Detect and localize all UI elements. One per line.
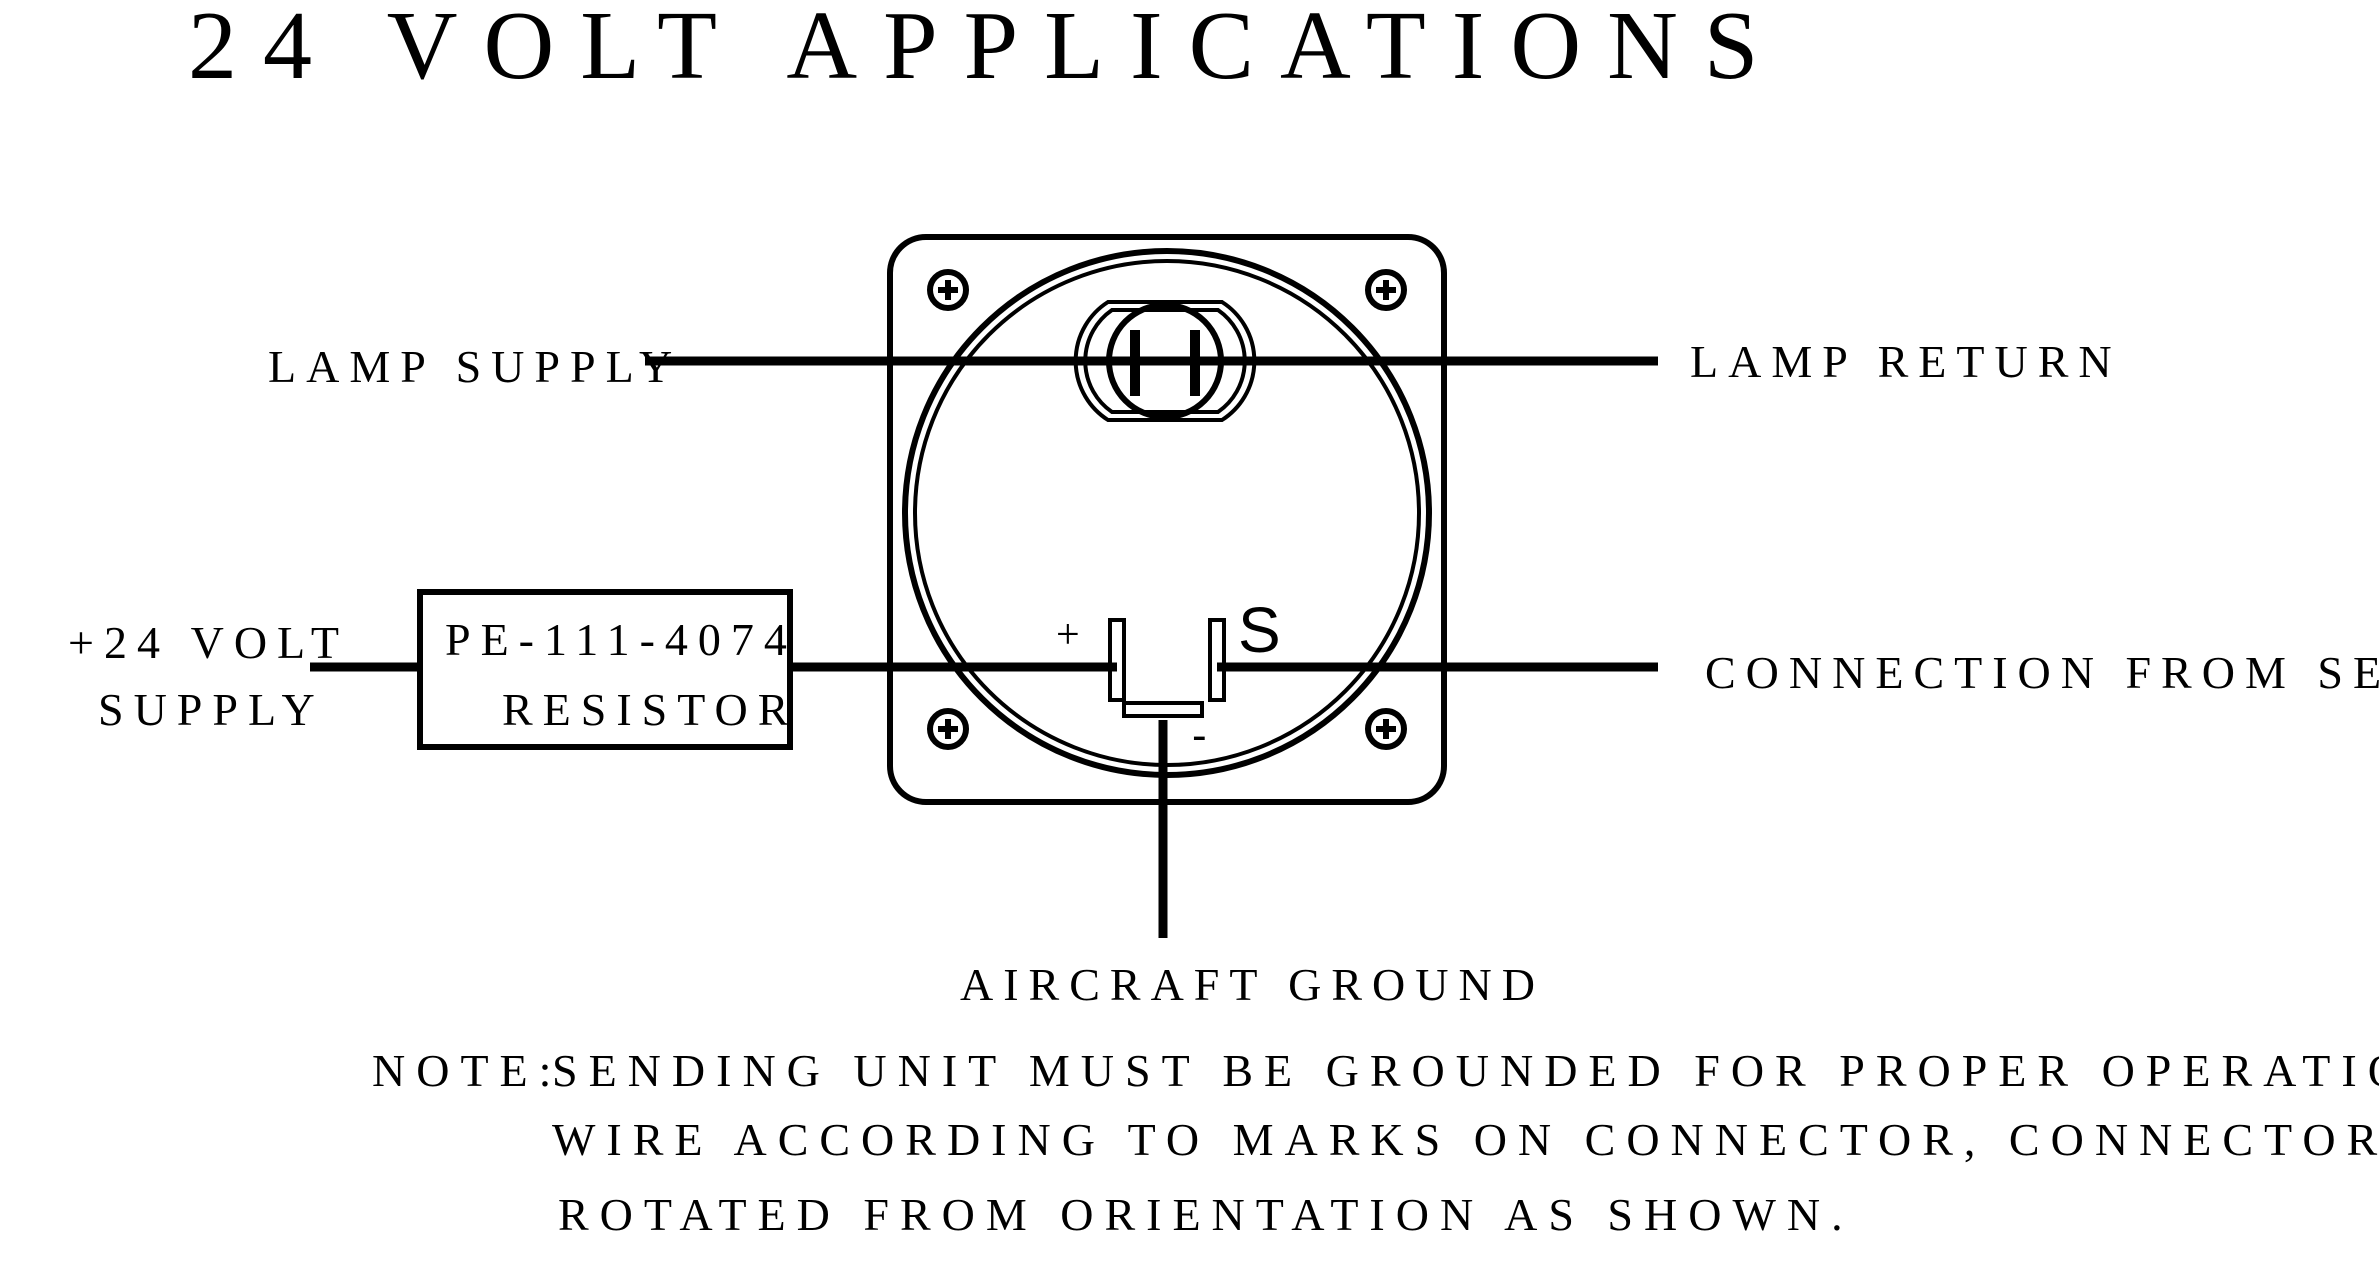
note-line-3: ROTATED FROM ORIENTATION AS SHOWN.	[558, 1189, 1854, 1240]
mounting-screw-icon	[927, 708, 969, 750]
mounting-screw-icon	[1365, 708, 1407, 750]
lamp-return-label: LAMP RETURN	[1690, 336, 2122, 387]
resistor-box	[417, 589, 793, 750]
aircraft-ground-label: AIRCRAFT GROUND	[960, 959, 1545, 1010]
note-line-1: SENDING UNIT MUST BE GROUNDED FOR PROPER…	[552, 1045, 2379, 1096]
mounting-screw-icon	[927, 269, 969, 311]
mounting-screw-icon	[1365, 269, 1407, 311]
page-title: 24 VOLT APPLICATIONS	[188, 0, 1784, 100]
instrument-face-outer	[902, 248, 1432, 778]
note-prefix: NOTE:	[372, 1045, 562, 1096]
resistor-label: RESISTOR	[502, 684, 798, 735]
instrument-face-inner	[913, 259, 1421, 767]
pin-plus-label: +	[1056, 612, 1080, 658]
lamp-supply-label: LAMP SUPPLY	[268, 341, 682, 392]
pin-ground	[1122, 701, 1204, 718]
pin-sender	[1208, 618, 1226, 702]
resistor-part-number: PE-111-4074	[445, 614, 797, 665]
pin-plus	[1108, 618, 1126, 702]
note-line-2: WIRE ACCORDING TO MARKS ON CONNECTOR, CO…	[552, 1114, 2379, 1165]
pin-s-label: S	[1238, 594, 1281, 666]
connector-pins	[1108, 618, 1226, 718]
sender-connection-label: CONNECTION FROM SENDER	[1705, 647, 2379, 698]
pin-minus-label: -	[1192, 711, 1207, 760]
instrument-gauge: + S -	[887, 234, 1447, 805]
supply-label: SUPPLY	[98, 684, 325, 735]
supply-voltage-label: +24 VOLT	[68, 617, 349, 668]
